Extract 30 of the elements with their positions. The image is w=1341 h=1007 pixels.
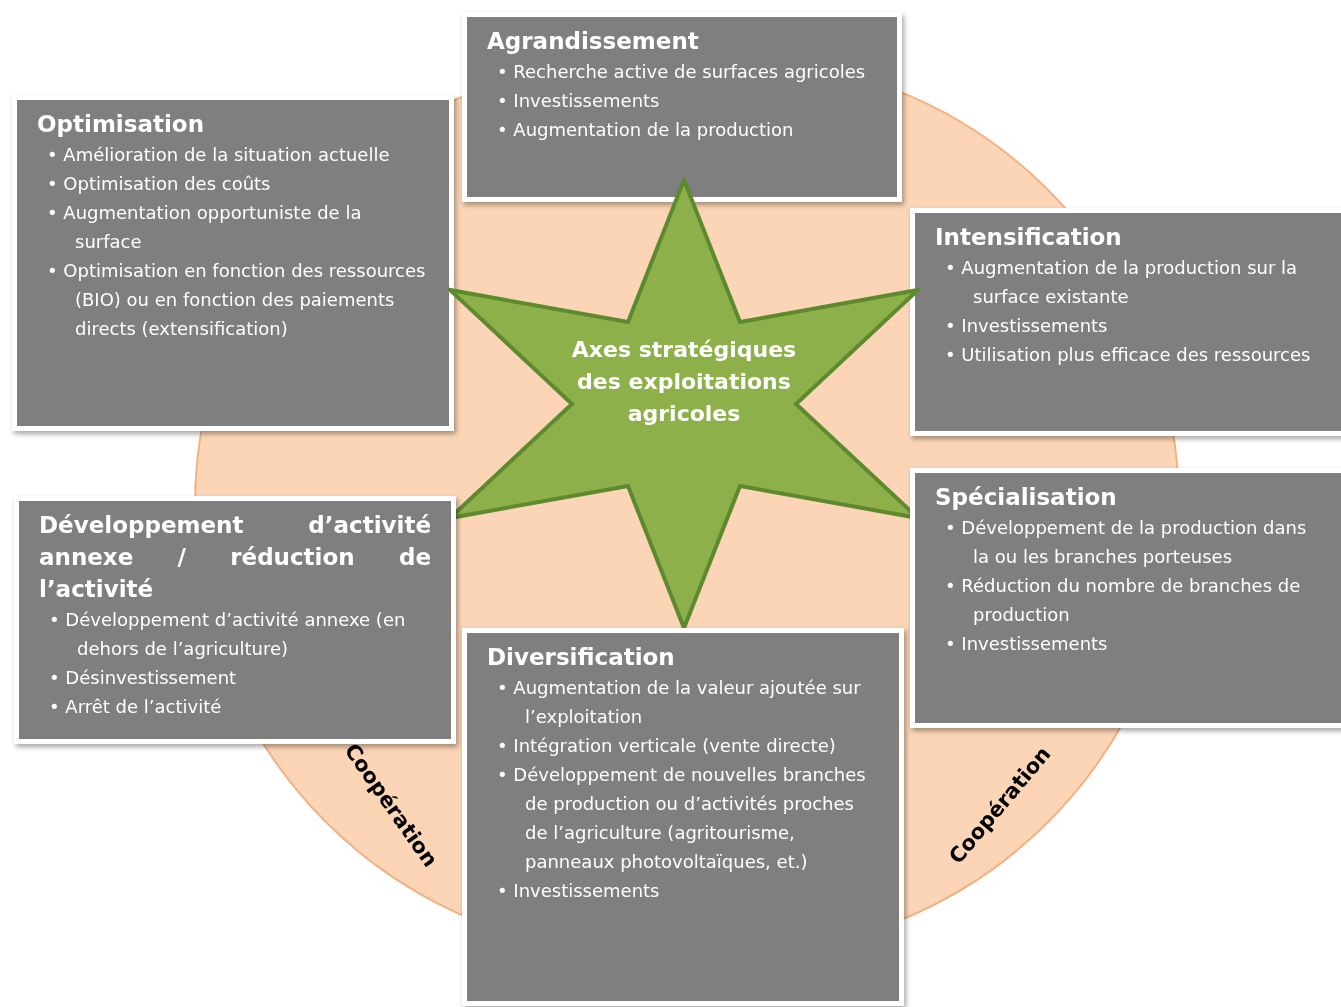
bullet-item: • Investissements bbox=[944, 632, 1109, 656]
star-shape bbox=[448, 178, 920, 630]
bullet-item: • Utilisation plus efficace des ressources bbox=[944, 343, 1312, 367]
bullet-item: • Augmentation de la production sur la surface existante bbox=[944, 256, 1299, 309]
box-heading: Optimisation bbox=[37, 110, 205, 139]
bullet-item: • Réduction du nombre de branches de production bbox=[944, 574, 1302, 627]
bullet-item: • Investissements bbox=[496, 89, 661, 113]
box-heading: Développement d’activité annexe / réduction de l’activité bbox=[39, 511, 431, 604]
box-heading: Intensification bbox=[935, 223, 1123, 252]
bullet-item: • Recherche active de surfaces agricoles bbox=[496, 60, 867, 84]
bullet-item: • Désinvestissement bbox=[48, 666, 238, 690]
bullet-item: • Investissements bbox=[496, 879, 661, 903]
bullet-item: • Optimisation en fonction des ressources (BIO) ou en fonction des paiements directs (extensification) bbox=[46, 259, 427, 341]
bullet-item: • Intégration verticale (vente directe) bbox=[496, 734, 837, 758]
box-heading: Spécialisation bbox=[935, 483, 1118, 512]
bullet-item: • Optimisation des coûts bbox=[46, 172, 272, 196]
text-box bbox=[910, 468, 1341, 728]
bullet-item: • Augmentation de la production bbox=[496, 118, 795, 142]
bullet-item: • Arrêt de l’activité bbox=[48, 695, 223, 719]
bullet-item: • Développement d’activité annexe (en dehors de l’agriculture) bbox=[48, 608, 407, 661]
bullet-item: • Développement de la production dans la ou les branches porteuses bbox=[944, 516, 1308, 569]
bullet-item: • Augmentation de la valeur ajoutée sur l’exploitation bbox=[496, 676, 862, 729]
star-label: Axes stratégiques des exploitations agricoles bbox=[570, 336, 798, 428]
bullet-item: • Investissements bbox=[944, 314, 1109, 338]
bullet-item: • Augmentation opportuniste de la surface bbox=[46, 201, 363, 254]
bullet-item: • Amélioration de la situation actuelle bbox=[46, 143, 391, 167]
box-heading: Diversification bbox=[487, 643, 676, 672]
box-heading: Agrandissement bbox=[487, 27, 700, 56]
text-box bbox=[910, 208, 1341, 436]
bullet-item: • Développement de nouvelles branches de production ou d’activités proches de l’agriculture (agritourisme, panneaux photovoltaïques, et.) bbox=[496, 763, 867, 874]
